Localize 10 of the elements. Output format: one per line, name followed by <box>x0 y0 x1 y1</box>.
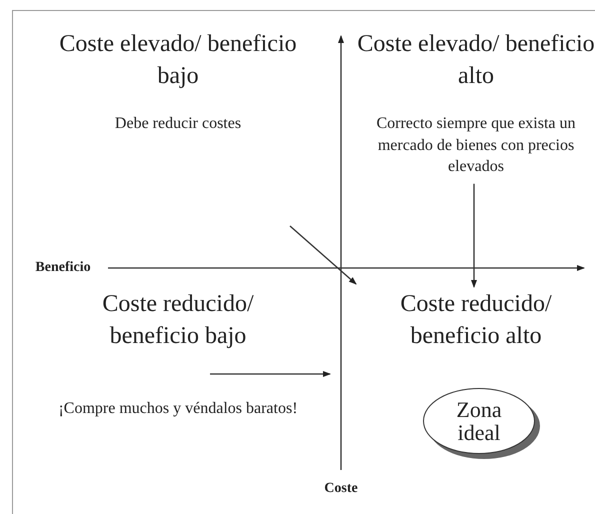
quadrant-note: Debe reducir costes <box>114 114 242 134</box>
quadrant-note: ¡Compre muchos y véndalos baratos! <box>57 399 299 419</box>
quadrant-title: Coste reducido/ beneficio alto <box>356 288 595 353</box>
annotation-text: Correcto siempre que exista un mercado de bienes con precios elevados <box>351 113 595 178</box>
axis-label: Coste <box>323 480 359 498</box>
arrow <box>471 184 477 288</box>
axis-label: Beneficio <box>34 259 92 277</box>
quadrant-title: Coste elevado/ beneficio bajo <box>58 30 298 92</box>
quadrant-title: Coste reducido/ beneficio bajo <box>101 290 255 352</box>
quadrant-title: Coste elevado/ beneficio alto <box>356 30 595 92</box>
